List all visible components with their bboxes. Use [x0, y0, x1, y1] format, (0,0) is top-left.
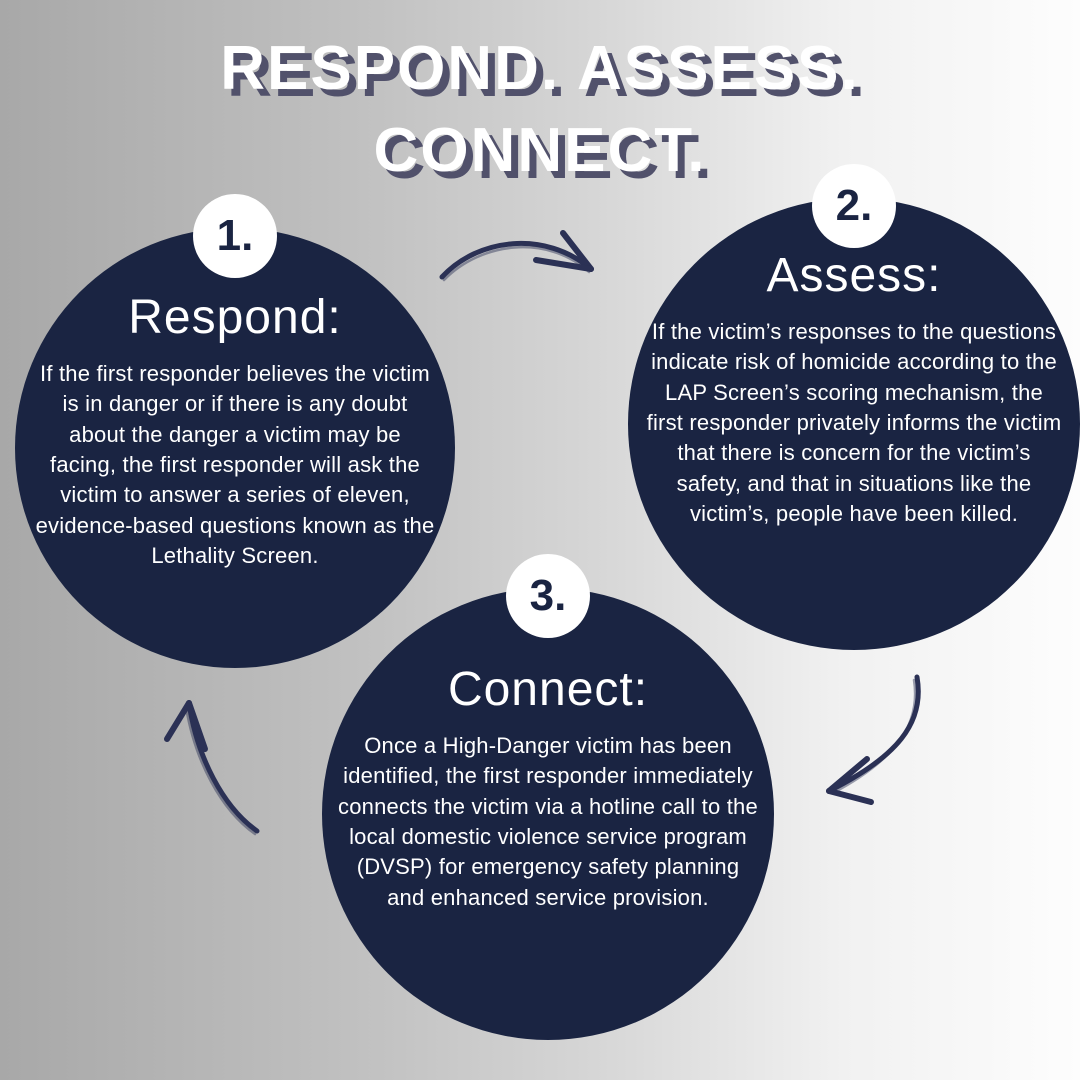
curved-arrow-step1-to-step2-icon [439, 230, 594, 282]
step-body-assess: If the victim’s responses to the questio… [646, 319, 1062, 527]
curved-arrow-step3-to-step1-icon [164, 700, 260, 836]
step-heading-assess: Assess: [766, 249, 942, 302]
step-number-1: 1. [216, 211, 254, 260]
step-number-2: 2. [835, 181, 873, 230]
step-number-3: 3. [529, 571, 567, 620]
step-body-respond: If the first responder believes the vict… [35, 361, 435, 569]
step-circle-connect: 3. Connect: Once a High-Danger victim ha… [322, 554, 774, 1040]
step-number-badge-2: 2. [812, 164, 896, 248]
step-circle-respond: 1. Respond: If the first responder belie… [15, 194, 455, 668]
curved-arrow-step2-to-step3-icon [826, 674, 921, 805]
poster-title: RESPOND. ASSESS. CONNECT. [0, 28, 1080, 193]
step-heading-respond: Respond: [128, 291, 342, 344]
poster-title-line-2: CONNECT. [373, 116, 707, 186]
step-heading-connect: Connect: [447, 663, 649, 716]
step-number-badge-1: 1. [193, 194, 277, 278]
poster-title-line-1: RESPOND. ASSESS. [220, 34, 860, 103]
step-body-connect: Once a High-Danger victim has been ident… [338, 733, 758, 910]
step-circle-assess: 2. Assess: If the victim’s responses to … [628, 164, 1080, 650]
step-number-badge-3: 3. [506, 554, 590, 638]
